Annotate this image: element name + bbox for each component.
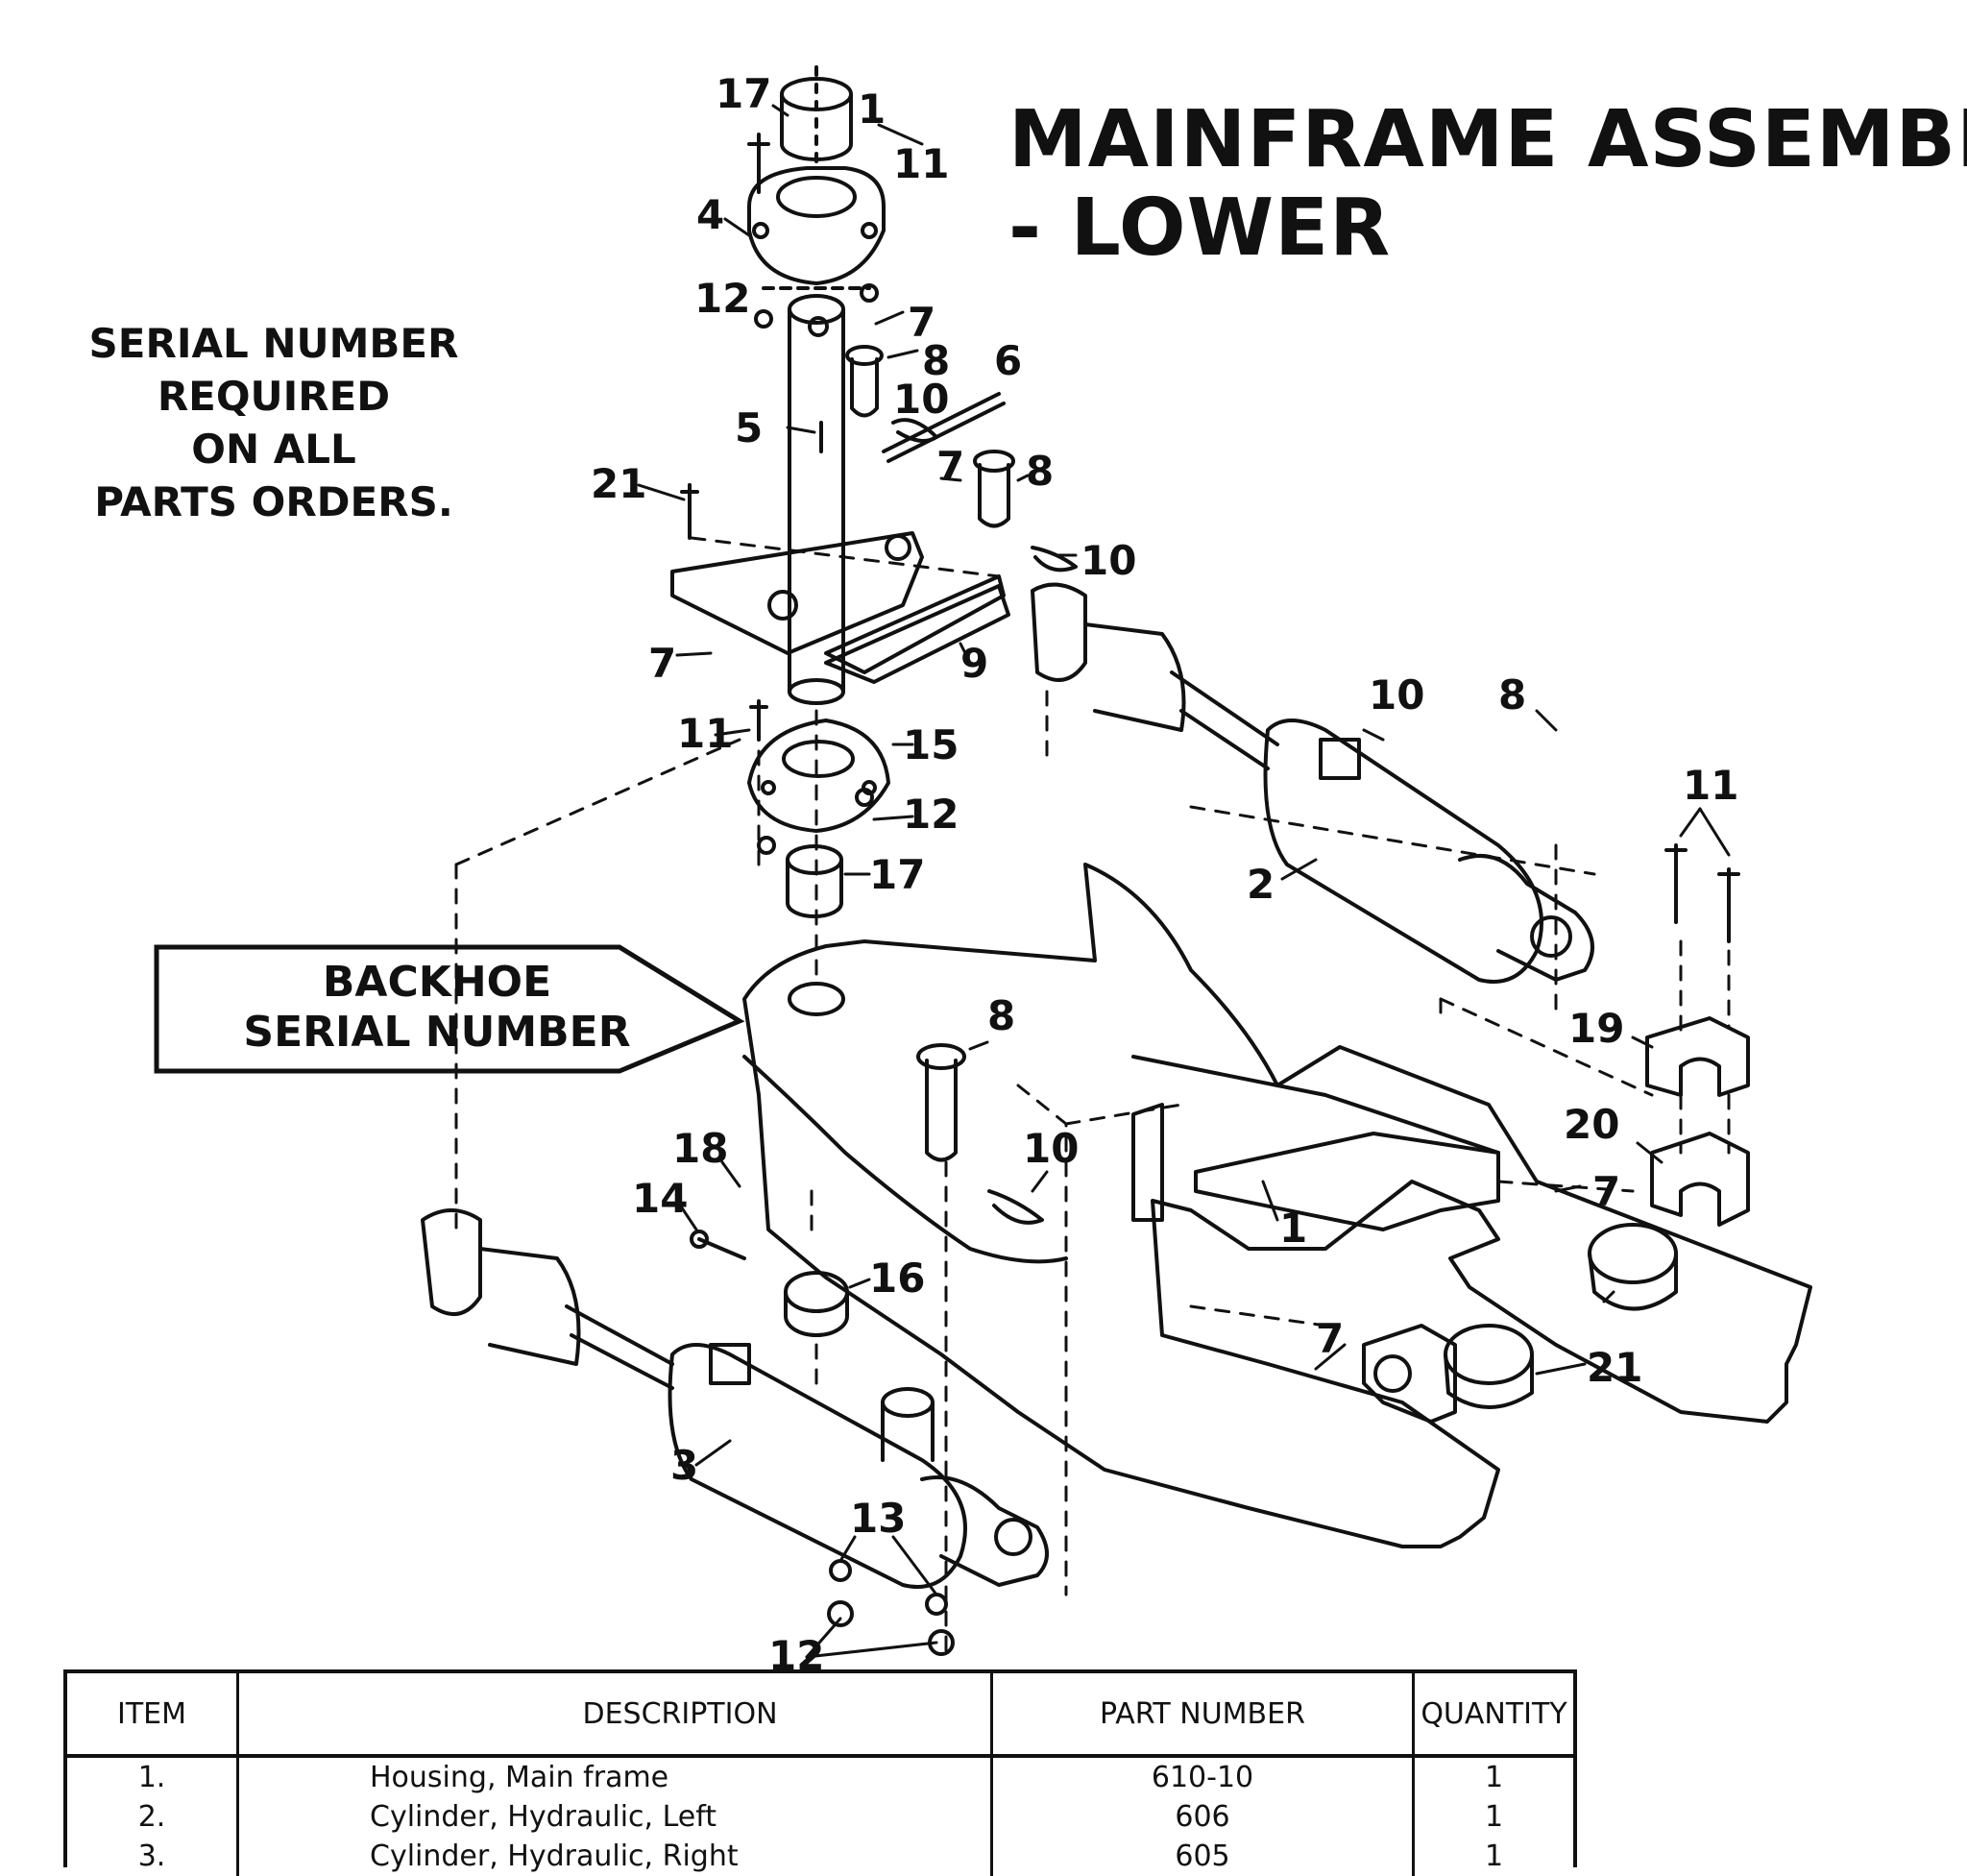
row-quantity: 1 [1484,1761,1504,1794]
callout-label: 21 [591,460,646,507]
callout-label: 11 [1683,762,1738,809]
callout-label: 17 [716,70,771,117]
header-item: ITEM [67,1673,239,1758]
callout-label: 5 [735,404,763,451]
table-header-row: ITEM DESCRIPTION PART NUMBER QUANTITY [67,1673,1573,1758]
row-part-number: 610-10 [991,1756,1415,1797]
header-quantity: QUANTITY [1413,1673,1573,1758]
callout-label: 7 [908,299,935,346]
callout-label: 4 [696,191,724,238]
callout-label: 18 [672,1125,728,1172]
callout-label: 10 [893,376,949,423]
callout-label: 7 [1316,1315,1344,1362]
serial-note-line-4: PARTS ORDERS. [94,478,453,525]
callout-arrow-frame [154,944,745,1074]
serial-note-line-3: ON ALL [191,426,356,473]
callout-label: 17 [869,851,925,898]
serial-note-line-2: REQUIRED [157,373,391,420]
callout-label: 20 [1564,1101,1619,1148]
left-hydraulic-cylinder-part [1031,582,1594,984]
backhoe-serial-callout: BACKHOE SERIAL NUMBER [154,944,884,1074]
callout-label: 1 [858,85,886,133]
row-description: Cylinder, Hydraulic, Left [237,1797,993,1837]
callout-label: 16 [869,1255,925,1302]
lower-flange-bearing-part [747,719,890,833]
row-description: Housing, Main frame [237,1756,993,1797]
pivot-post-part [788,294,845,705]
pin-upper-part [845,345,884,418]
callout-label: 12 [903,791,959,838]
callout-label: 3 [670,1442,698,1489]
table-row: 2. Cylinder, Hydraulic, Left 606 1 [67,1797,1573,1837]
callout-labels: 17 1 11 4 12 7 8 6 10 5 7 8 21 10 7 9 11… [591,70,1738,1679]
callout-label: 6 [994,337,1022,384]
callout-label: 9 [960,640,988,687]
callout-label: 10 [1369,671,1424,719]
title-line-2: - LOWER [1008,183,1392,274]
callout-label: 14 [632,1175,688,1222]
callout-line-1: BACKHOE [322,958,552,1007]
page-title: MAINFRAME ASSEMBLY - LOWER [1008,96,1967,273]
main-frame-housing-part [742,863,1812,1548]
row-item: 1. [67,1756,239,1797]
callout-label: 8 [1026,448,1054,495]
callout-label: 7 [1592,1168,1620,1215]
callout-label: 10 [1023,1125,1079,1172]
callout-label: 8 [922,337,950,384]
pivot-bracket-part [670,531,1006,674]
header-description: DESCRIPTION [237,1673,993,1758]
callout-label: 7 [648,640,676,687]
callout-label: 1 [1279,1205,1307,1252]
callout-label: 2 [1247,861,1275,908]
callout-label: 13 [850,1495,906,1542]
callout-label: 7 [936,443,964,490]
callout-line-2: SERIAL NUMBER [243,1008,631,1057]
callout-label: 11 [893,140,949,187]
parts-table: ITEM DESCRIPTION PART NUMBER QUANTITY 1.… [63,1669,1577,1876]
right-hydraulic-cylinder-part [421,1208,1049,1589]
callout-label: 21 [1587,1344,1642,1391]
callout-label: 11 [677,710,733,757]
table-row: 3. Cylinder, Hydraulic, Right 605 1 [67,1837,1573,1876]
row-quantity: 1 [1484,1800,1504,1834]
callout-label: 8 [1498,671,1526,719]
table-row: 1. Housing, Main frame 610-10 1 [67,1756,1573,1797]
row-part-number: 606 [991,1797,1415,1837]
row-quantity: 1 [1484,1839,1504,1873]
title-line-1: MAINFRAME ASSEMBLY [1008,94,1967,185]
top-flange-bearing-part [747,166,886,290]
callout-label: 12 [694,275,750,322]
serial-number-notice: SERIAL NUMBER REQUIRED ON ALL PARTS ORDE… [67,317,480,528]
callout-label: 15 [903,721,959,768]
pin-mid-part [973,450,1015,528]
bottom-bushing-part [786,844,843,918]
callout-label: 8 [987,992,1015,1039]
row-part-number: 605 [991,1837,1415,1876]
serial-note-line-1: SERIAL NUMBER [88,320,459,367]
header-part-number: PART NUMBER [991,1673,1415,1758]
callout-label: 10 [1081,537,1136,584]
row-description: Cylinder, Hydraulic, Right [237,1837,993,1876]
callout-label: 19 [1568,1005,1624,1052]
row-item: 3. [67,1837,239,1876]
row-item: 2. [67,1797,239,1837]
